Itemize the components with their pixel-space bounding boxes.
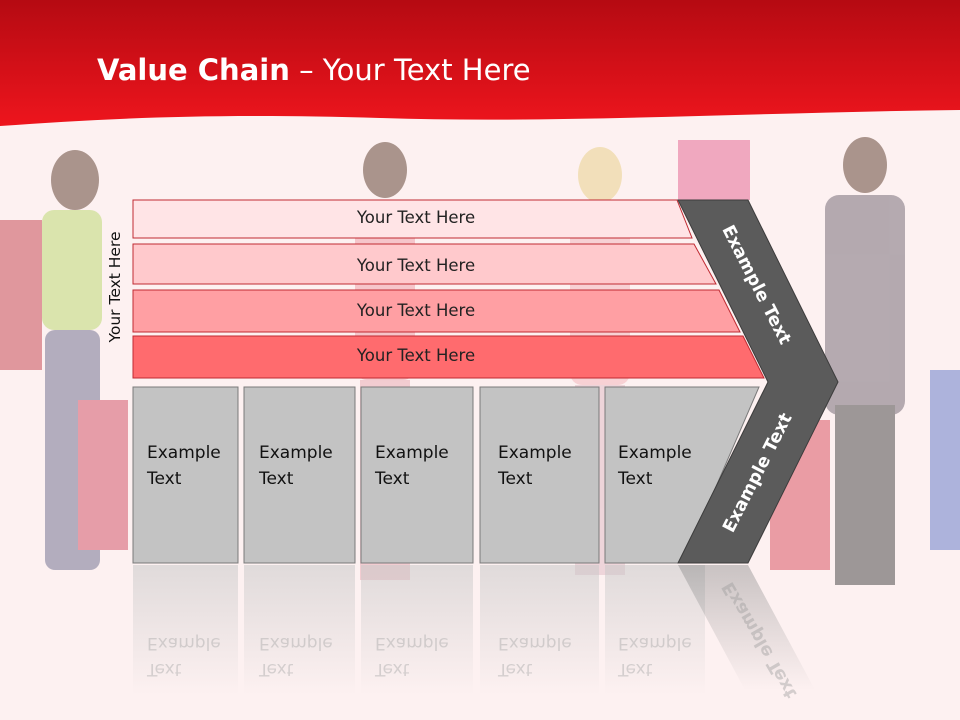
side-label: Your Text Here [106, 231, 124, 343]
header-band [0, 0, 960, 126]
column-box-3 [360, 386, 474, 564]
column-label-2-line2: Text [259, 469, 294, 489]
column-label-3: Example Text [375, 440, 449, 492]
column-label-4: Example Text [498, 440, 572, 492]
column-label-5-line1: Example [618, 443, 692, 463]
column-label-1: Example Text [147, 440, 221, 492]
column-box-1 [132, 386, 239, 564]
chevron-arrow [677, 199, 839, 564]
bar-shape-2 [132, 243, 717, 285]
bar-label-3: Your Text Here [356, 301, 476, 320]
column-box-2 [243, 386, 356, 564]
column-label-1-line1: Example [147, 443, 221, 463]
column-label-1-line2: Text [147, 469, 182, 489]
column-reflections [133, 565, 815, 695]
bar-label-2: Your Text Here [356, 256, 476, 275]
bar-shape-4 [132, 335, 765, 379]
bar-shape-3 [132, 289, 741, 333]
title-bold: Value Chain [97, 53, 290, 87]
column-label-2: Example Text [259, 440, 333, 492]
column-label-4-line1: Example [498, 443, 572, 463]
bar-label-1: Your Text Here [356, 208, 476, 227]
title-rest: – Your Text Here [289, 53, 531, 87]
bar-label-4: Your Text Here [356, 346, 476, 365]
column-label-5: Example Text [618, 440, 692, 492]
column-label-3-line1: Example [375, 443, 449, 463]
column-box-4 [479, 386, 600, 564]
page-title: Value Chain – Your Text Here [97, 53, 531, 87]
column-label-5-line2: Text [618, 469, 653, 489]
column-label-4-line2: Text [498, 469, 533, 489]
bar-shape-1 [132, 199, 693, 239]
column-label-2-line1: Example [259, 443, 333, 463]
column-label-3-line2: Text [375, 469, 410, 489]
